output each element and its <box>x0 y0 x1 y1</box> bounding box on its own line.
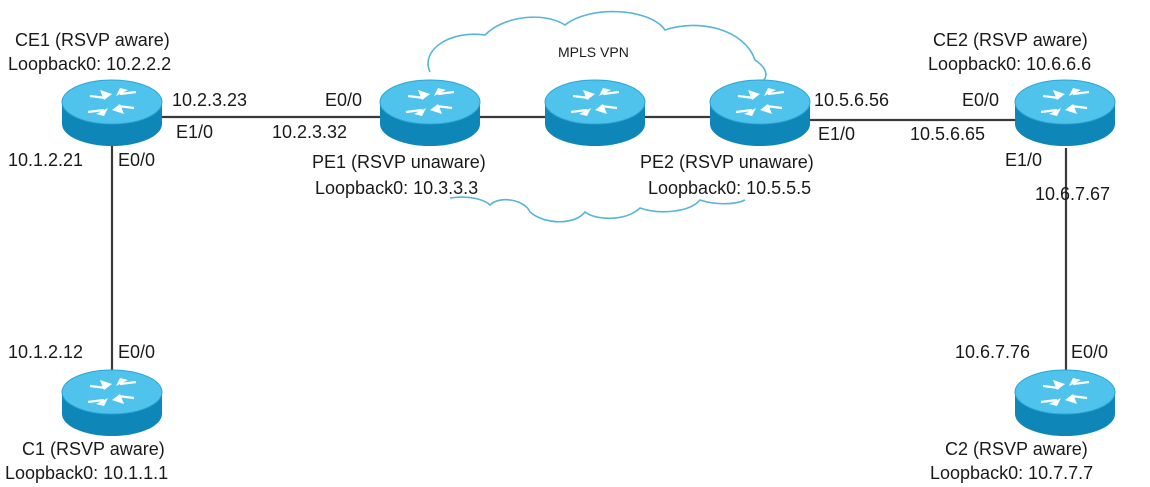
c1-loopback: Loopback0: 10.1.1.1 <box>5 463 168 483</box>
ce1-c1-if: E0/0 <box>118 150 155 170</box>
pe1-ce1-if: E0/0 <box>325 90 362 110</box>
ce2-c2-if: E1/0 <box>1005 150 1042 170</box>
pe1-name: PE1 (RSVP unaware) <box>312 152 486 172</box>
ce1-pe1-ip: 10.2.3.23 <box>172 90 247 110</box>
ce2-name: CE2 (RSVP aware) <box>933 30 1088 50</box>
mpls-vpn-cloud-bottom <box>449 196 746 223</box>
router-c1-icon[interactable] <box>60 368 164 438</box>
c2-ce2-if: E0/0 <box>1071 342 1108 362</box>
pe2-ce2-ip: 10.5.6.56 <box>814 90 889 110</box>
pe1-loopback: Loopback0: 10.3.3.3 <box>315 178 478 198</box>
ce2-pe2-if: E0/0 <box>962 90 999 110</box>
ce1-pe1-if: E1/0 <box>176 122 213 142</box>
c1-ce1-if: E0/0 <box>118 342 155 362</box>
pe2-name: PE2 (RSVP unaware) <box>640 152 814 172</box>
ce2-c2-ip: 10.6.7.67 <box>1035 184 1110 204</box>
c2-ce2-ip: 10.6.7.76 <box>955 342 1030 362</box>
router-pe2-icon[interactable] <box>708 78 812 148</box>
mpls-vpn-cloud <box>427 10 767 85</box>
ce1-loopback: Loopback0: 10.2.2.2 <box>8 54 171 74</box>
ce2-loopback: Loopback0: 10.6.6.6 <box>928 54 1091 74</box>
ce1-c1-ip: 10.1.2.21 <box>8 150 83 170</box>
cloud-label: MPLS VPN <box>558 44 629 60</box>
c1-name: C1 (RSVP aware) <box>22 439 165 459</box>
router-p-icon[interactable] <box>543 78 647 148</box>
c1-ce1-ip: 10.1.2.12 <box>8 342 83 362</box>
router-ce2-icon[interactable] <box>1013 78 1117 148</box>
ce2-pe2-ip: 10.5.6.65 <box>910 124 985 144</box>
router-pe1-icon[interactable] <box>378 78 482 148</box>
pe2-ce2-if: E1/0 <box>818 124 855 144</box>
pe1-ce1-ip: 10.2.3.32 <box>272 122 347 142</box>
ce1-name: CE1 (RSVP aware) <box>15 30 170 50</box>
router-c2-icon[interactable] <box>1013 368 1117 438</box>
c2-name: C2 (RSVP aware) <box>945 439 1088 459</box>
pe2-loopback: Loopback0: 10.5.5.5 <box>648 178 811 198</box>
router-ce1-icon[interactable] <box>60 78 164 148</box>
c2-loopback: Loopback0: 10.7.7.7 <box>930 463 1093 483</box>
